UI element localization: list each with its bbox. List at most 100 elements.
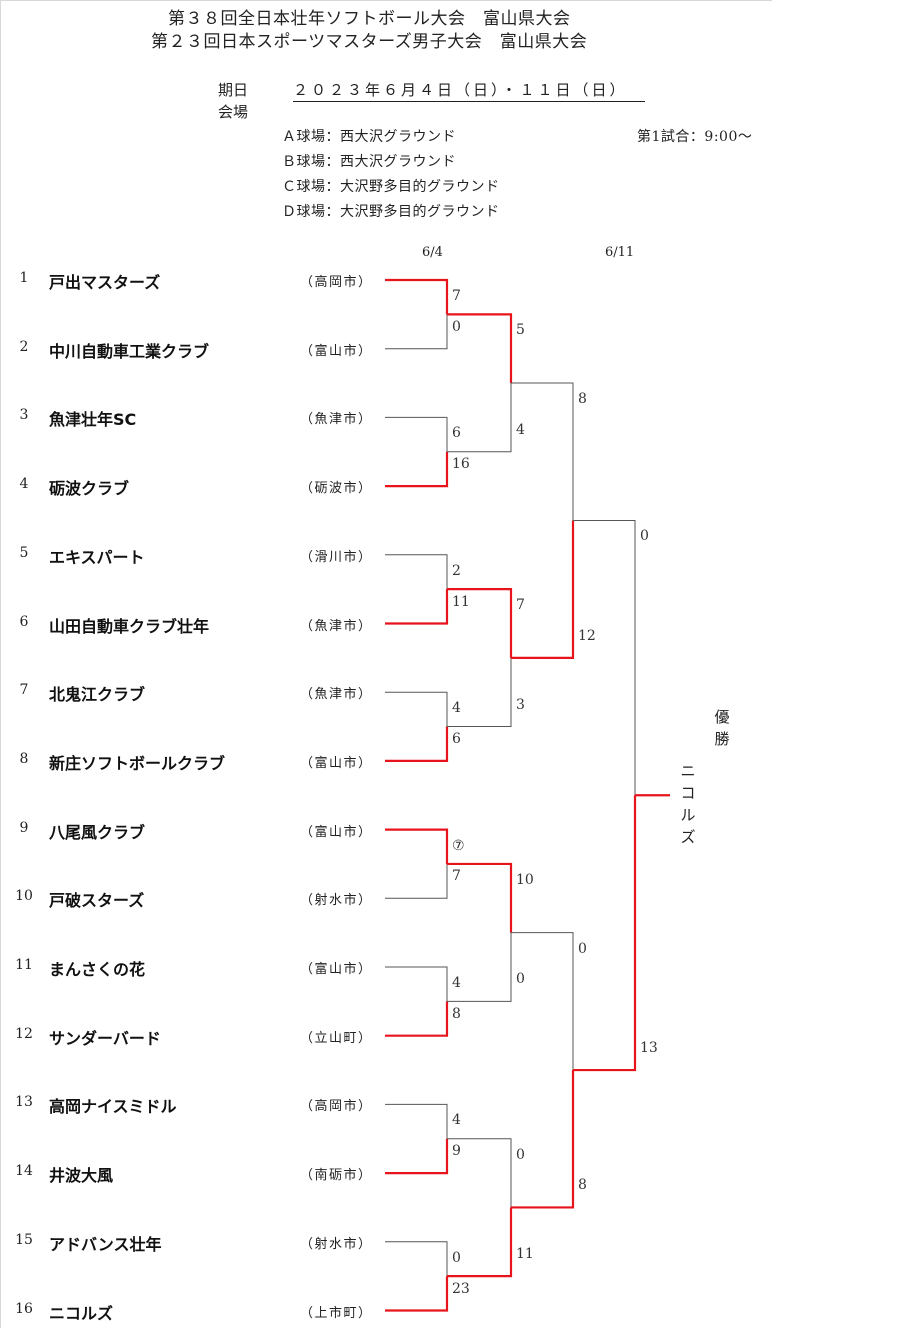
score-label: 8 — [578, 1177, 587, 1194]
bracket-line — [573, 795, 637, 1072]
venue-b: Ｂ球場：西大沢グラウンド — [282, 154, 456, 170]
date-label: 期日 — [218, 81, 249, 99]
bracket-line — [385, 1001, 449, 1037]
score-label: 16 — [452, 456, 470, 473]
bracket-line — [447, 313, 513, 384]
score-label: 13 — [640, 1040, 658, 1057]
team-city: （滑川市） — [300, 549, 373, 565]
bracket-line — [447, 383, 512, 453]
team-number: 11 — [15, 957, 33, 973]
team-city: （射水市） — [300, 1236, 373, 1252]
team-name: ニコルズ — [49, 1303, 114, 1323]
team-name: 八尾風クラブ — [49, 822, 146, 842]
score-label: 0 — [516, 1146, 525, 1163]
venue-label: 会場 — [218, 103, 249, 121]
round-date-1: 6/4 — [422, 245, 443, 260]
team-name: エキスパート — [49, 547, 145, 567]
bracket-line — [385, 966, 448, 1002]
score-label: 10 — [516, 871, 534, 888]
team-number: 14 — [15, 1163, 33, 1180]
team-name: サンダーバード — [49, 1028, 161, 1048]
team-number: 12 — [15, 1025, 33, 1042]
team-name: 山田自動車クラブ壮年 — [49, 616, 210, 636]
team-name: 新庄ソフトボールクラブ — [49, 753, 226, 773]
team-city: （富山市） — [300, 343, 373, 359]
venue-d: Ｄ球場：大沢野多目的グラウンド — [282, 204, 500, 220]
bracket-line — [447, 657, 512, 728]
team-number: 7 — [19, 682, 29, 699]
team-number: 6 — [19, 613, 29, 630]
team-city: （高岡市） — [300, 275, 373, 290]
score-label: 0 — [452, 1249, 461, 1266]
score-label: 11 — [516, 1246, 534, 1263]
bracket-line — [385, 314, 448, 350]
bracket-line — [573, 519, 636, 796]
team-name: 戸出マスターズ — [49, 273, 161, 292]
score-label: 7 — [452, 868, 461, 885]
bracket-line — [511, 382, 574, 521]
team-city: （射水市） — [300, 893, 373, 909]
team-number: 1 — [19, 270, 29, 286]
score-label: 0 — [578, 940, 587, 957]
date-value: ２０２３年６月４日（日）・１１日（日） — [293, 79, 645, 102]
score-label: 4 — [452, 700, 461, 717]
bracket-line — [385, 1103, 448, 1139]
team-city: （砺波市） — [300, 481, 373, 497]
score-label: 7 — [516, 597, 525, 614]
team-name: 北鬼江クラブ — [49, 685, 146, 705]
team-number: 16 — [15, 1300, 33, 1317]
team-number: 13 — [15, 1094, 33, 1111]
page-border-top — [0, 0, 772, 1]
team-city: （魚津市） — [300, 412, 373, 428]
round-date-2: 6/11 — [605, 245, 635, 260]
score-label: 5 — [516, 322, 525, 339]
team-city: （富山市） — [300, 755, 373, 771]
bracket-line — [385, 451, 449, 488]
team-city: （魚津市） — [300, 618, 373, 634]
team-city: （富山市） — [300, 824, 373, 840]
team-number: 5 — [19, 544, 29, 561]
team-number: 2 — [19, 338, 29, 355]
team-city: （上市町） — [300, 1305, 373, 1321]
team-number: 4 — [19, 476, 29, 493]
team-name: 中川自動車工業クラブ — [49, 341, 210, 361]
score-label: 8 — [452, 1005, 461, 1022]
bracket-line — [447, 1138, 512, 1208]
team-number: 8 — [19, 750, 29, 767]
score-label: ⑦ — [452, 837, 465, 854]
bracket-line — [511, 932, 574, 1071]
score-label: 3 — [516, 696, 525, 713]
team-city: （富山市） — [300, 962, 373, 977]
page-border-left — [0, 0, 1, 1328]
first-match-time: 第1試合：9:00～ — [637, 129, 753, 145]
bracket-line — [385, 1276, 449, 1312]
score-label: 8 — [578, 391, 587, 408]
bracket-line — [385, 1241, 448, 1277]
bracket-line — [511, 520, 575, 659]
team-name: まんさくの花 — [49, 960, 146, 979]
score-label: 9 — [452, 1143, 461, 1160]
bracket-line — [385, 416, 448, 452]
bracket-line — [447, 1207, 513, 1278]
score-label: 2 — [452, 562, 461, 579]
bracket-line — [385, 554, 448, 590]
champion-label: 優勝 — [714, 708, 730, 748]
team-name: アドバンス壮年 — [49, 1234, 162, 1254]
title-line-1: 第３８回全日本壮年ソフトボール大会 富山県大会 — [168, 9, 571, 29]
team-city: （高岡市） — [300, 1099, 373, 1115]
score-label: 11 — [452, 593, 470, 610]
venue-c: Ｃ球場：大沢野多目的グラウンド — [282, 179, 500, 195]
bracket-line — [447, 862, 513, 933]
bracket-line — [385, 726, 449, 763]
score-label: 12 — [578, 627, 596, 644]
bracket-line — [385, 1138, 449, 1175]
bracket-line — [447, 932, 512, 1002]
bracket-line — [447, 588, 513, 658]
team-city: （立山町） — [300, 1030, 373, 1046]
score-label: 0 — [452, 318, 461, 335]
venue-a: Ａ球場：西大沢グラウンド — [282, 129, 456, 145]
score-label: 7 — [452, 288, 461, 304]
team-name: 砺波クラブ — [49, 479, 130, 499]
